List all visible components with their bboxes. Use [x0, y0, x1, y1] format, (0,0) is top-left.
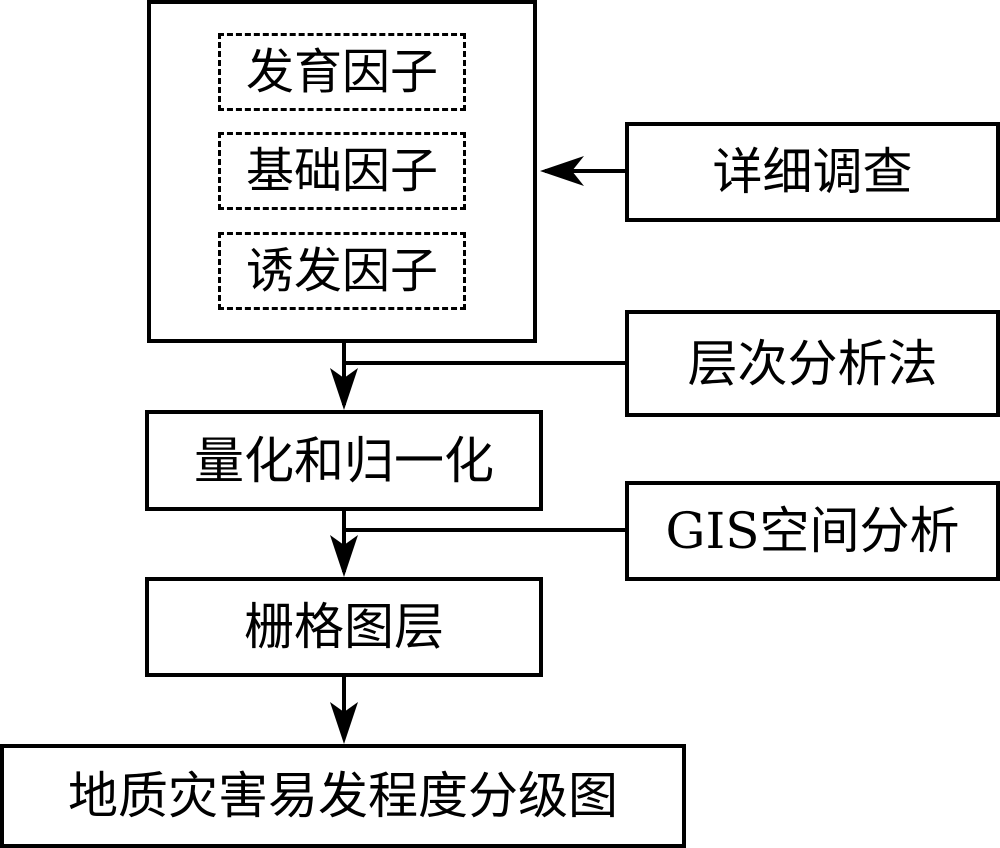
- raster-label: 栅格图层: [244, 598, 444, 656]
- survey-box: 详细调查: [625, 122, 1000, 222]
- result-box: 地质灾害易发程度分级图: [0, 744, 686, 848]
- gis-box: GIS空间分析: [625, 481, 1000, 581]
- factor-trigger: 诱发因子: [218, 232, 466, 310]
- quantify-box: 量化和归一化: [145, 410, 543, 511]
- arrowhead-result: [330, 702, 358, 744]
- arrowhead-raster: [330, 535, 358, 577]
- factor-basic: 基础因子: [218, 132, 466, 210]
- factor-label: 发育因子: [245, 44, 438, 100]
- ahp-label: 层次分析法: [687, 334, 938, 393]
- arrowhead-quantify: [330, 368, 358, 410]
- factor-label: 诱发因子: [245, 243, 438, 299]
- raster-box: 栅格图层: [145, 577, 543, 677]
- ahp-box: 层次分析法: [625, 310, 1000, 417]
- survey-label: 详细调查: [712, 143, 913, 201]
- result-label: 地质灾害易发程度分级图: [68, 767, 618, 825]
- factor-development: 发育因子: [218, 33, 466, 111]
- factor-label: 基础因子: [245, 143, 438, 199]
- factor-group-box: [147, 0, 537, 343]
- arrowhead-survey: [540, 156, 584, 186]
- gis-label: GIS空间分析: [665, 502, 960, 560]
- quantify-label: 量化和归一化: [194, 431, 494, 490]
